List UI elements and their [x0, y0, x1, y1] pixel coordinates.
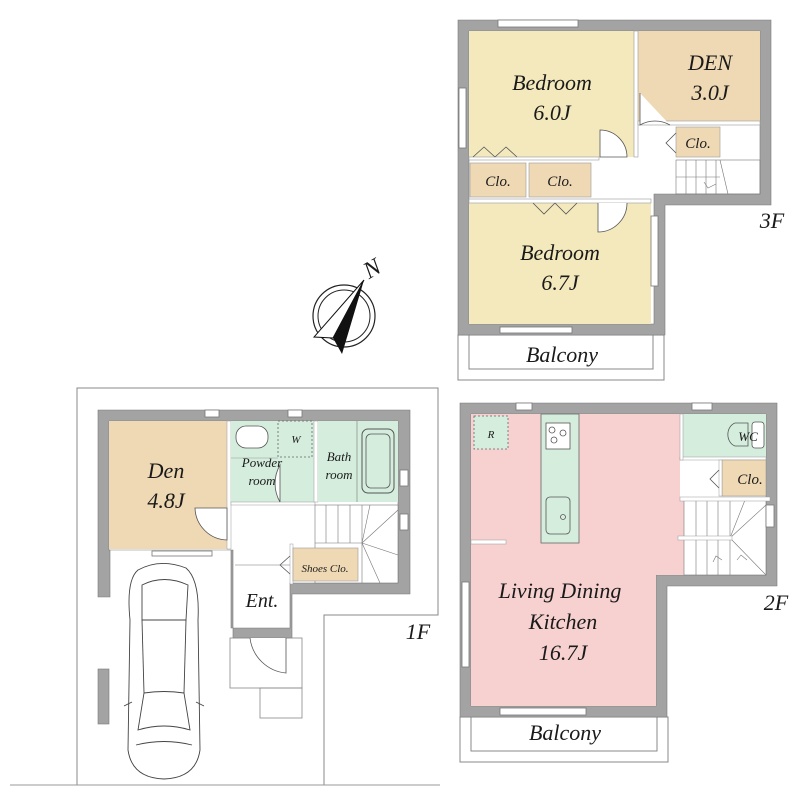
- label-powder-line1: Powder: [241, 455, 283, 470]
- window-2f-left: [461, 581, 470, 668]
- floor-2f: R WC Clo. Living Dining Kitchen 16.7J Ba…: [459, 402, 789, 763]
- washbasin-icon: [235, 425, 269, 449]
- label-powder-line2: room: [249, 473, 276, 488]
- label-balcony-2f: Balcony: [529, 720, 601, 745]
- bathtub-icon: [361, 428, 395, 494]
- door-den[interactable]: [194, 507, 228, 541]
- window-1f-top-1: [204, 409, 220, 418]
- site-boundary: [76, 387, 439, 785]
- label-floor-2f: 2F: [764, 590, 789, 615]
- label-den-4-8: Den: [147, 458, 185, 483]
- door-bedroom-6-7[interactable]: [597, 202, 628, 233]
- stove-icon: [545, 422, 571, 450]
- wall-1f-post: [97, 668, 110, 725]
- room-bedroom-6-7: [469, 203, 651, 324]
- window-2f-top-2: [691, 402, 713, 411]
- porch-step-2: [259, 687, 303, 719]
- window-3f-left: [458, 87, 467, 149]
- stairs-3f: [675, 159, 761, 195]
- window-3f-balcony: [499, 326, 573, 334]
- label-bedroom-6-0-size: 6.0J: [533, 100, 572, 125]
- closet-2f: [721, 459, 767, 497]
- label-wc: WC: [738, 429, 758, 444]
- label-shoes-closet: Shoes Clo.: [301, 563, 348, 575]
- label-floor-1f: 1F: [406, 619, 431, 644]
- door-bedroom-6-0[interactable]: [599, 129, 628, 158]
- window-1f-right-1: [399, 469, 409, 487]
- label-washer: W: [291, 434, 301, 446]
- label-balcony-3f: Balcony: [526, 342, 598, 367]
- label-bedroom-6-7: Bedroom: [520, 240, 600, 265]
- door-entrance[interactable]: [249, 637, 287, 674]
- door-powder[interactable]: [274, 463, 281, 503]
- label-den-3-0-size: 3.0J: [690, 80, 730, 105]
- label-ldk-line1: Living Dining: [498, 578, 622, 603]
- window-2f-top-1: [515, 402, 533, 411]
- floor-1f: W: [10, 387, 440, 786]
- label-closet-3f-2: Clo.: [547, 174, 572, 190]
- label-bedroom-6-0: Bedroom: [512, 70, 592, 95]
- label-ldk-size: 16.7J: [539, 640, 589, 665]
- window-2f-balcony: [499, 707, 587, 716]
- compass: N: [312, 253, 388, 354]
- label-den-4-8-size: 4.8J: [147, 488, 186, 513]
- label-closet-3f-3: Clo.: [685, 136, 710, 152]
- closet-3f-2: [528, 162, 592, 198]
- window-2f-right: [765, 504, 775, 528]
- sink-icon: [545, 496, 571, 535]
- car-icon: [123, 563, 205, 780]
- floor-3f: Bedroom 6.0J DEN 3.0J Bedroom 6.7J Clo. …: [457, 19, 785, 381]
- label-fridge: R: [487, 429, 495, 441]
- label-bath-line2: room: [326, 467, 353, 482]
- label-bedroom-6-7-size: 6.7J: [541, 270, 580, 295]
- label-closet-3f-1: Clo.: [485, 174, 510, 190]
- closet-3f-1: [469, 162, 527, 198]
- window-1f-den-bottom: [151, 550, 213, 557]
- label-floor-3f: 3F: [759, 208, 785, 233]
- compass-north-label: N: [358, 253, 387, 285]
- closet-3f-3: [675, 126, 721, 158]
- window-3f-right: [650, 215, 659, 287]
- room-den-3-0: [638, 31, 760, 121]
- fridge-icon: [473, 415, 509, 450]
- label-den-3-0: DEN: [687, 50, 733, 75]
- room-living-dining-kitchen: [471, 414, 684, 706]
- washer-icon: [277, 420, 313, 458]
- closet-shoes: [292, 547, 359, 582]
- balcony-2f-inner: [470, 716, 658, 752]
- window-3f-top: [497, 19, 579, 28]
- compass-needle-icon: [333, 280, 364, 354]
- window-1f-top-2: [287, 409, 303, 418]
- balcony-3f-inner: [468, 334, 654, 370]
- label-bath-line1: Bath: [327, 449, 352, 464]
- label-ldk-line2: Kitchen: [528, 609, 597, 634]
- toilet-icon: [727, 422, 749, 447]
- window-1f-right-2: [399, 513, 409, 531]
- label-entrance: Ent.: [245, 590, 279, 612]
- label-closet-2f: Clo.: [737, 472, 762, 488]
